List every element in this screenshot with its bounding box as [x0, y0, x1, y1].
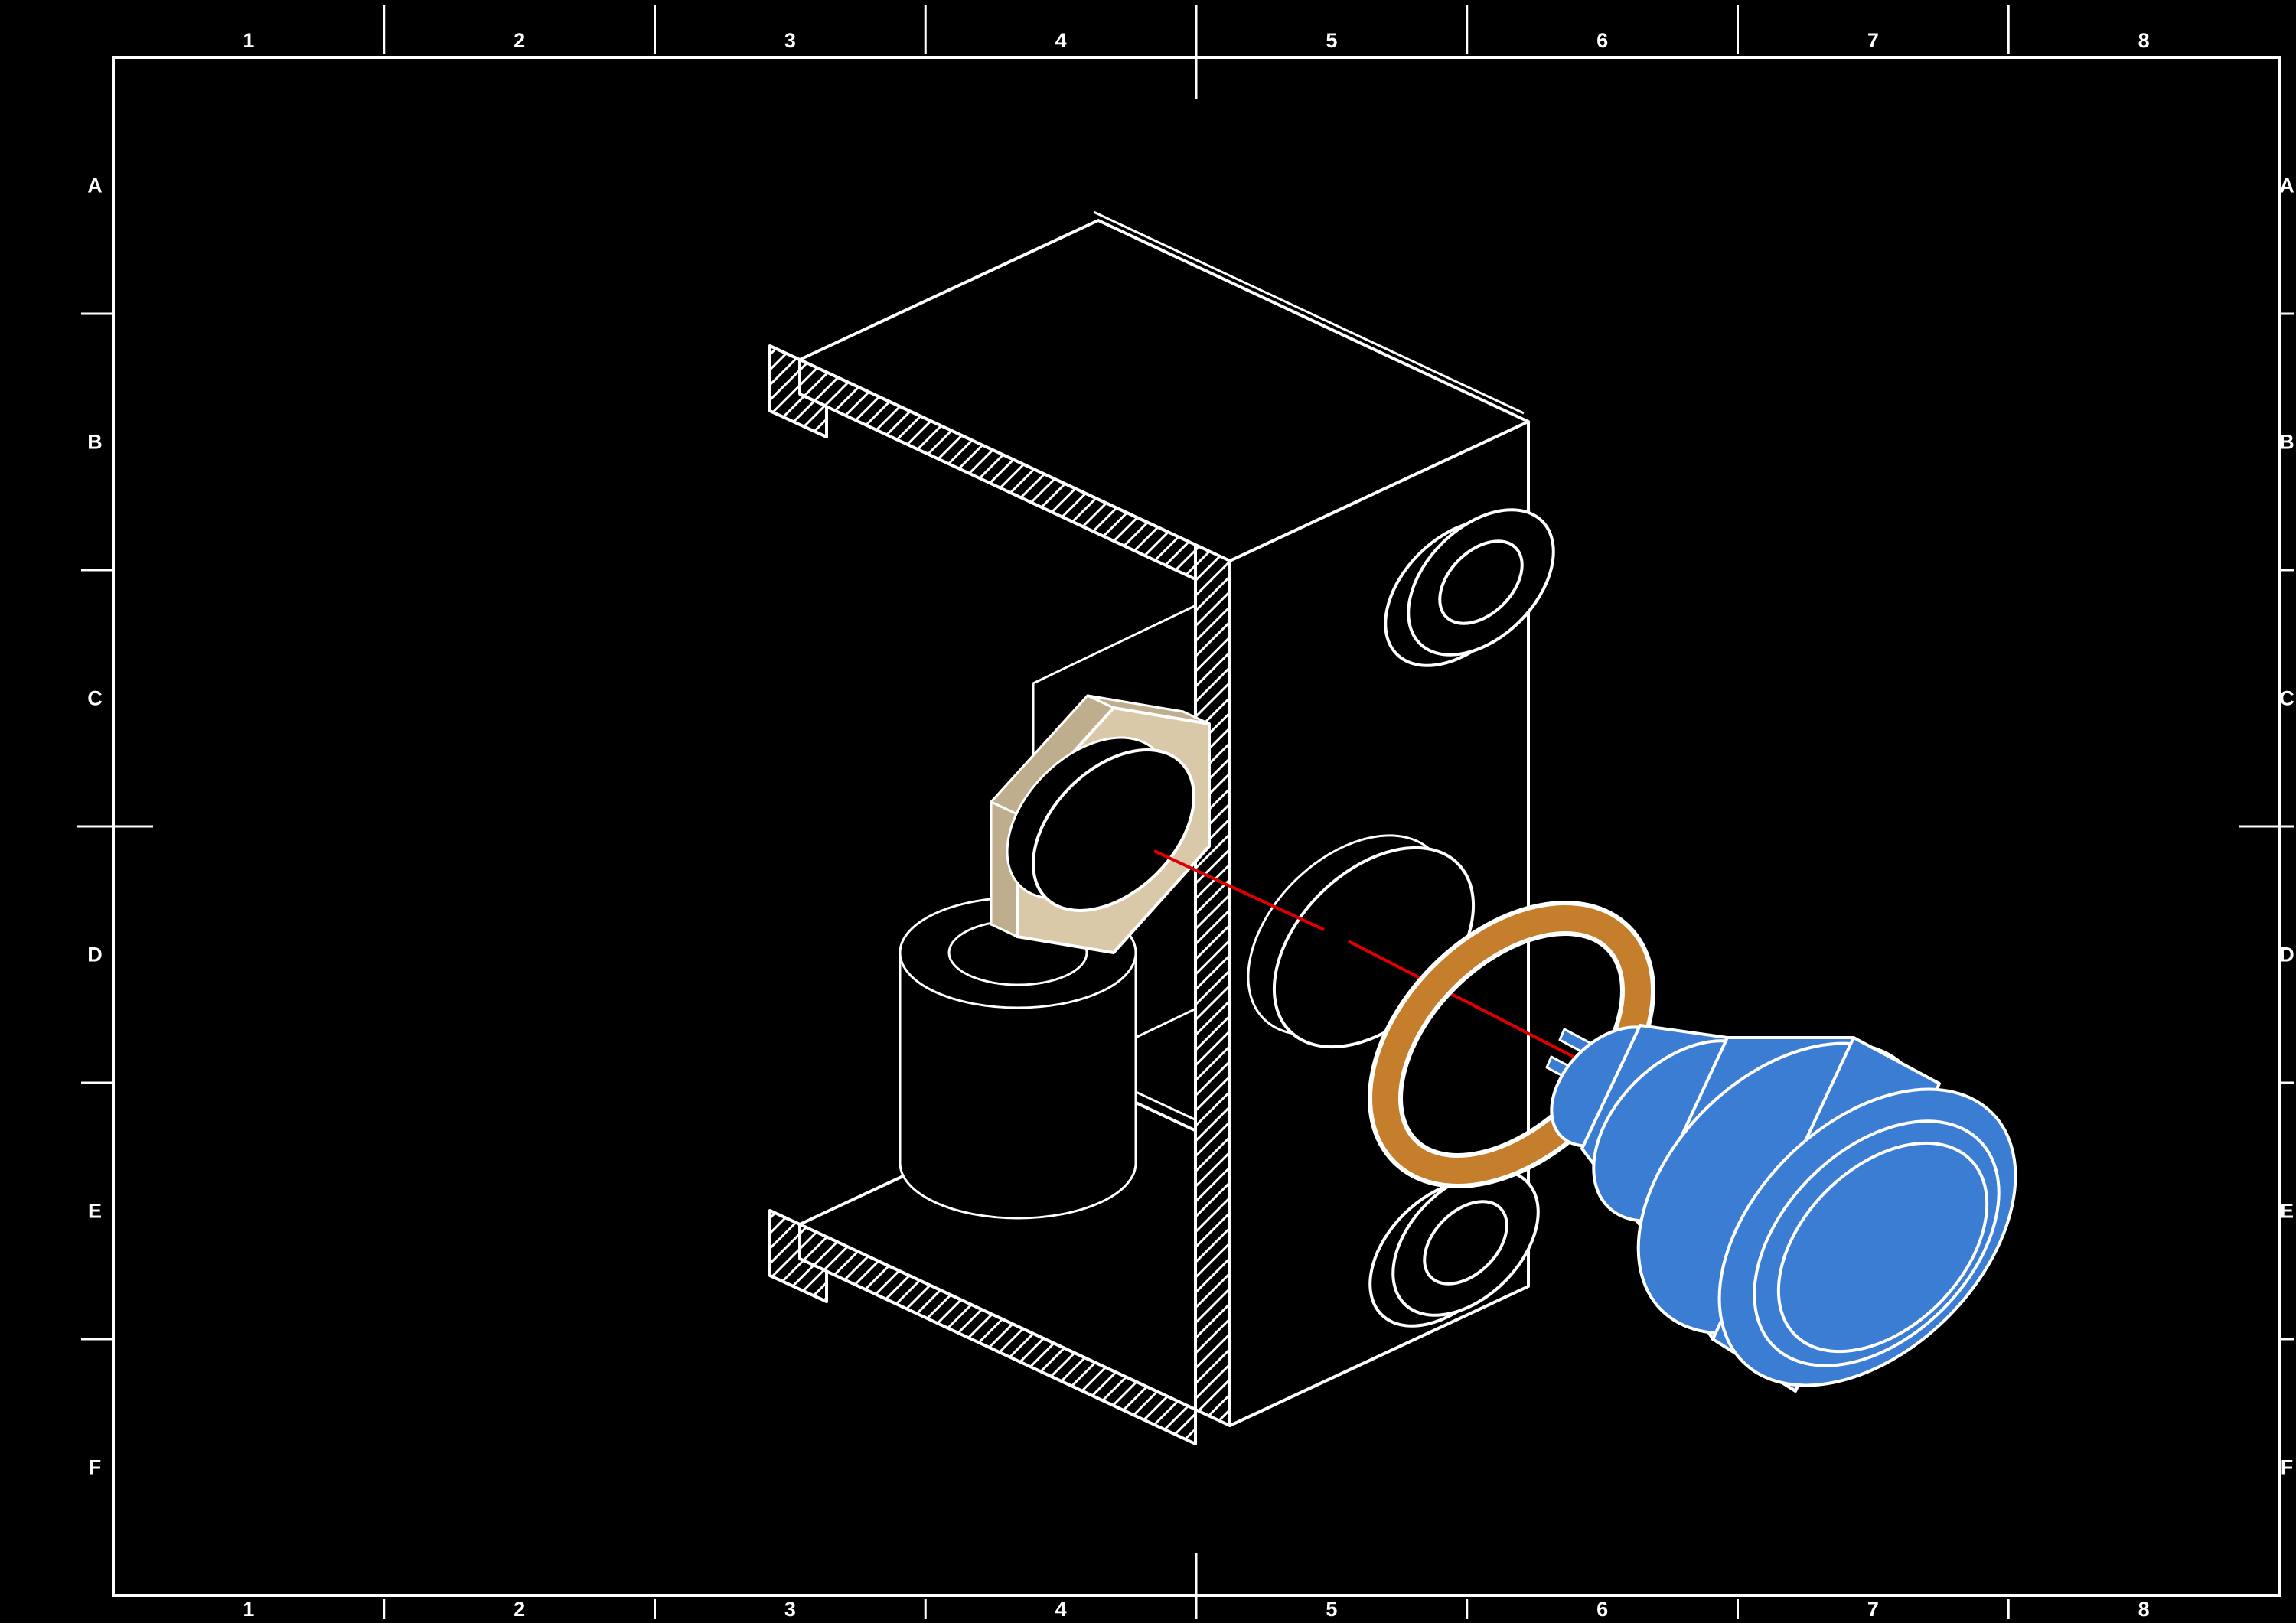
button-bezel-ring-outer: [1753, 1119, 2001, 1367]
zone-row-label-left: D: [87, 943, 103, 966]
zone-column-label-bottom: 1: [243, 1598, 254, 1621]
section-hatch-web: [1194, 543, 1231, 1427]
zone-row-label-right: E: [2280, 1200, 2294, 1223]
zone-row-label-left: F: [89, 1456, 102, 1479]
zone-row-label-right: A: [2279, 174, 2294, 197]
zone-row-label-right: F: [2281, 1456, 2294, 1479]
section-hatch-bottom-lip: [768, 1209, 828, 1303]
nut-bore: [1032, 748, 1195, 912]
section-hatch-top-lip: [768, 344, 828, 438]
button-bezel-ring-inner: [1776, 1141, 1989, 1354]
zone-column-label-bottom: 3: [784, 1598, 796, 1621]
zone-row-label-left: C: [87, 687, 103, 710]
panel-nut: [990, 694, 1211, 954]
zone-column-label-bottom: 4: [1055, 1598, 1067, 1621]
zone-column-label-top: 2: [514, 29, 525, 52]
zone-column-label-top: 4: [1055, 29, 1067, 52]
zone-column-label-bottom: 5: [1326, 1598, 1337, 1621]
zone-row-label-right: D: [2279, 943, 2294, 966]
push-button: [1545, 1024, 2017, 1393]
zone-row-label-left: E: [88, 1200, 102, 1223]
boss-bottom-hole: [1423, 1200, 1508, 1286]
assembly-centerline: [1153, 849, 1576, 1059]
zone-column-label-bottom: 2: [514, 1598, 525, 1621]
zone-row-label-left: A: [87, 174, 103, 197]
zone-row-label-left: B: [87, 431, 103, 454]
zone-column-label-top: 1: [243, 29, 254, 52]
zone-column-label-top: 6: [1596, 29, 1608, 52]
zone-column-label-top: 7: [1867, 29, 1879, 52]
bracket-inner-post-body: [899, 953, 1137, 1220]
zone-column-label-bottom: 6: [1596, 1598, 1608, 1621]
bracket-top-flange-edge: [1093, 210, 1525, 415]
zone-column-label-top: 8: [2138, 29, 2150, 52]
zone-row-label-right: B: [2279, 431, 2294, 454]
exploded-view: [768, 210, 2017, 1445]
zone-row-label-right: C: [2279, 687, 2294, 710]
boss-top-hole: [1438, 539, 1524, 625]
centerline-segment-2: [1348, 940, 1576, 1059]
zone-column-label-bottom: 8: [2138, 1598, 2150, 1621]
zone-column-label-bottom: 7: [1867, 1598, 1879, 1621]
zone-column-label-top: 3: [784, 29, 796, 52]
centerline-segment-1: [1153, 849, 1325, 931]
zone-column-label-top: 5: [1326, 29, 1337, 52]
